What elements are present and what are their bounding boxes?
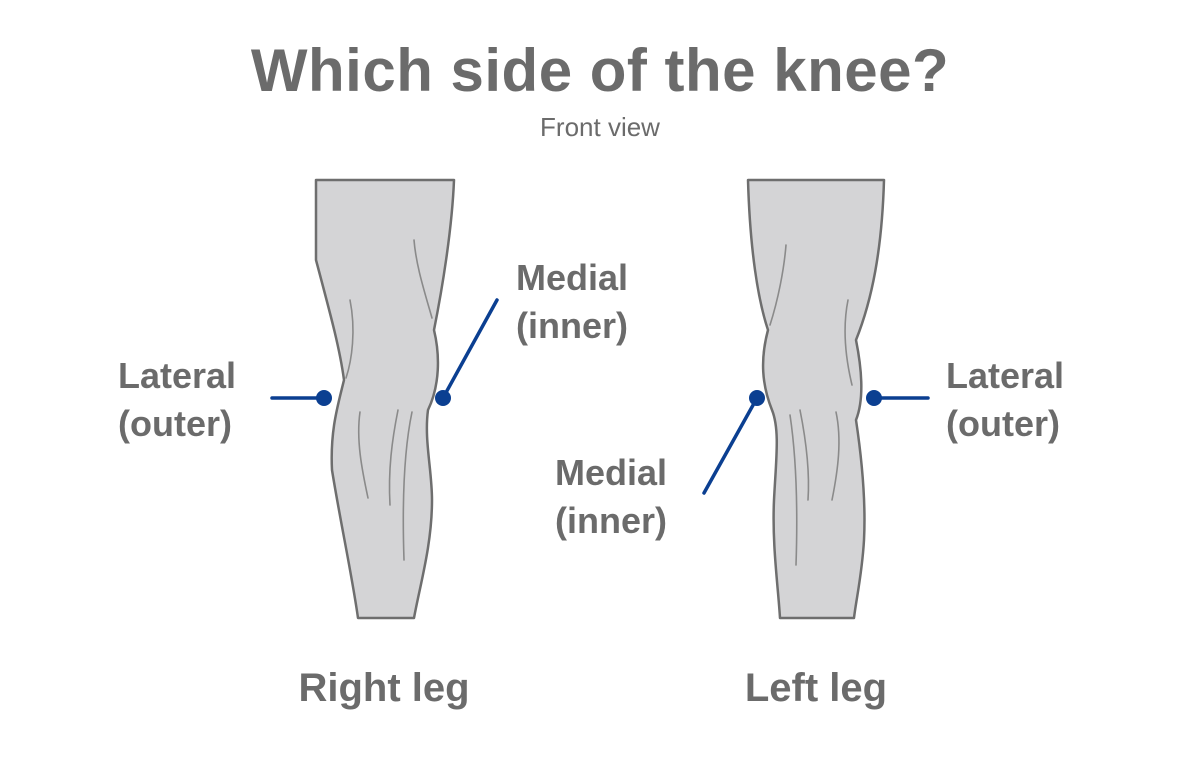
- left-leg-caption: Left leg: [744, 666, 888, 710]
- diagram-title: Which side of the knee?: [250, 37, 950, 104]
- left-lateral-pointer-dot: [866, 390, 882, 406]
- right-leg-shape: [314, 178, 456, 620]
- left-leg-illustration: [746, 178, 886, 620]
- left-medial-line2: (inner): [555, 500, 667, 541]
- right-leg-contour: [402, 411, 413, 561]
- left-leg-lateral-label: Lateral (outer): [946, 352, 1064, 448]
- right-leg-contour: [388, 409, 399, 506]
- right-medial-pointer-line: [441, 298, 499, 400]
- right-lateral-line1: Lateral: [118, 355, 237, 396]
- right-leg-medial-label: Medial (inner): [516, 254, 628, 350]
- right-medial-line1: Medial: [516, 257, 629, 298]
- right-leg-contour: [357, 411, 369, 499]
- left-leg-contour: [799, 409, 810, 501]
- right-leg-caption: Right leg: [298, 666, 470, 710]
- left-leg-medial-label: Medial (inner): [555, 449, 667, 545]
- left-leg-contour: [831, 411, 840, 501]
- right-leg-contour: [345, 299, 354, 379]
- right-leg-lateral-label: Lateral (outer): [118, 352, 236, 448]
- left-leg-contour: [844, 299, 853, 386]
- right-medial-line2: (inner): [516, 305, 628, 346]
- left-medial-line1: Medial: [555, 452, 668, 493]
- right-leg-contour: [413, 239, 433, 319]
- right-leg-illustration: [314, 178, 456, 620]
- left-lateral-line2: (outer): [946, 403, 1060, 444]
- diagram-subtitle: Front view: [540, 112, 660, 142]
- left-medial-pointer-line: [702, 396, 759, 495]
- right-lateral-pointer-dot: [316, 390, 332, 406]
- left-leg-contour: [789, 414, 798, 566]
- left-lateral-line1: Lateral: [946, 355, 1065, 396]
- left-leg-shape: [746, 178, 886, 620]
- right-medial-pointer-dot: [435, 390, 451, 406]
- right-lateral-line2: (outer): [118, 403, 232, 444]
- left-leg-contour: [769, 244, 787, 326]
- left-medial-pointer-dot: [749, 390, 765, 406]
